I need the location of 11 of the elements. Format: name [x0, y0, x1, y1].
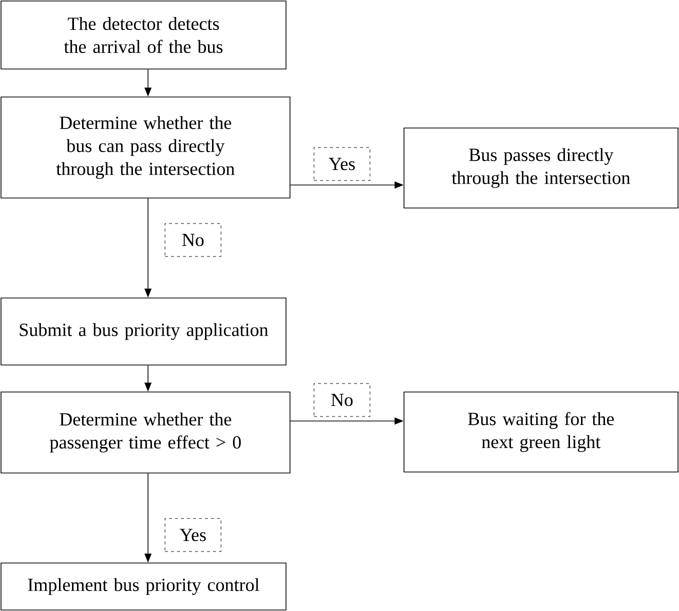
process-box: Submit a bus priority application — [0, 298, 286, 366]
edge-label: Yes — [164, 518, 222, 552]
process-box: The detector detects the arrival of the bus — [0, 0, 286, 70]
edge-label: Yes — [314, 147, 370, 181]
process-box: Bus passes directly through the intersection — [404, 128, 678, 208]
edge-label: No — [164, 223, 222, 257]
process-box: Bus waiting for the next green light — [404, 392, 678, 472]
process-box: Determine whether the passenger time effect > 0 — [0, 392, 290, 474]
edge-label: No — [314, 383, 370, 417]
process-box: Implement bus priority control — [0, 562, 286, 610]
process-box: Determine whether the bus can pass directly through the intersection — [0, 96, 290, 198]
